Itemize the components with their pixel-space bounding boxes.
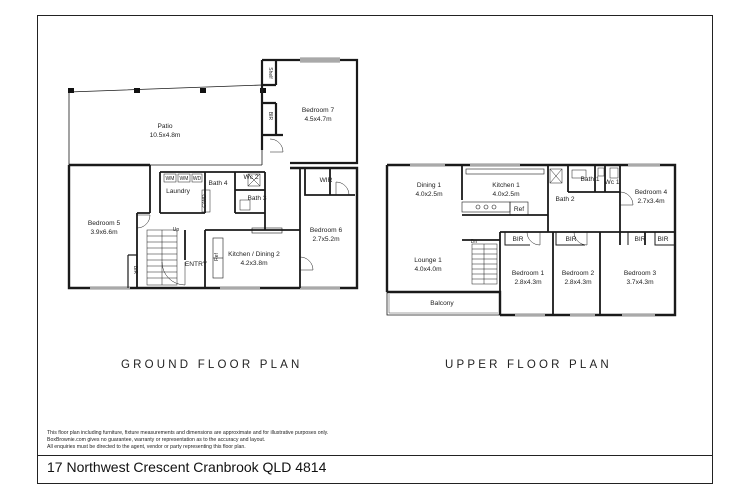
- bedroom7-walls: [260, 58, 359, 165]
- disclaimer-line: BoxBrownie.com gives no guarantee, warra…: [47, 437, 266, 443]
- patio-outline: [68, 84, 263, 166]
- ground-internal-walls: [136, 165, 355, 288]
- disclaimer: This floor plan including furniture, fix…: [47, 430, 467, 451]
- lounge1-dims: 4.0x4.0m: [414, 266, 442, 273]
- dining1-dims: 4.0x2.5m: [415, 191, 443, 198]
- bedroom2-dims: 2.8x4.3m: [564, 279, 592, 286]
- bedroom6-label: Bedroom 6: [310, 227, 343, 234]
- shelf-label: Shelf: [267, 67, 273, 79]
- wm1-label: WM: [166, 176, 175, 182]
- bath2-label: Bath 2: [555, 196, 574, 203]
- bir2-label: BIR: [566, 236, 577, 243]
- kitchen2-fixtures: [212, 227, 283, 279]
- upper-labels: Dining 1 4.0x2.5m Kitchen 1 4.0x2.5m Ref…: [414, 176, 668, 307]
- disclaimer-line: All enquiries must be directed to the ag…: [47, 444, 246, 450]
- bedroom1-door: [526, 231, 541, 246]
- patio-label: Patio: [157, 123, 172, 130]
- ground-outer-walls: [67, 163, 359, 290]
- disclaimer-line: This floor plan including furniture, fix…: [47, 430, 329, 436]
- balcony-label: Balcony: [430, 300, 454, 307]
- up-label: Up: [173, 227, 180, 233]
- page-border: [37, 15, 713, 484]
- kitchen1-dims: 4.0x2.5m: [492, 191, 520, 198]
- bedroom2-door: [573, 231, 588, 246]
- dn-label: Dn: [471, 239, 478, 245]
- bath1-label: Bath 1: [580, 176, 599, 183]
- bedroom4-dims: 2.7x3.4m: [637, 198, 665, 205]
- bedroom7-door: [269, 138, 284, 153]
- bir5-label: BIR: [132, 266, 138, 275]
- property-address: 17 Northwest Crescent Cranbrook QLD 4814: [47, 459, 327, 475]
- ground-labels: Patio 10.5x4.8m Bedroom 7 4.5x4.7m Shelf…: [88, 67, 343, 274]
- upper-internal-walls: [461, 165, 675, 315]
- bir5-walls: [127, 254, 138, 288]
- bir-boxes: [504, 232, 675, 246]
- ref-upper-label: Ref: [514, 206, 524, 213]
- bedroom2-label: Bedroom 2: [562, 270, 595, 277]
- ground-floor-caption: GROUND FLOOR PLAN: [121, 359, 303, 371]
- laundry-fixtures: [163, 173, 211, 213]
- wd-label: WD: [193, 176, 202, 182]
- kitchen2-dims: 4.2x3.8m: [240, 260, 268, 267]
- bath3-label: Bath 3: [247, 195, 266, 202]
- bedroom4-label: Bedroom 4: [635, 189, 668, 196]
- upper-stairs: [471, 243, 498, 285]
- bedroom5-label: Bedroom 5: [88, 220, 121, 227]
- entry-label: ENTRY: [185, 261, 208, 268]
- entry-door: [161, 261, 186, 286]
- bath3-fixtures: [239, 173, 261, 211]
- wc1-label: Wc 1: [604, 179, 619, 186]
- bedroom1-dims: 2.8x4.3m: [514, 279, 542, 286]
- bedroom3-dims: 3.7x4.3m: [626, 279, 654, 286]
- bedroom6-door: [299, 256, 314, 271]
- bedroom4-door: [619, 191, 634, 206]
- footer-divider: [37, 455, 713, 456]
- patio-dims: 10.5x4.8m: [150, 132, 181, 139]
- bedroom1-label: Bedroom 1: [512, 270, 545, 277]
- kitchen1-label: Kitchen 1: [492, 182, 520, 189]
- balcony-outline: [386, 292, 500, 316]
- ground-floor-plan: [67, 57, 359, 290]
- laundry-label: Laundry: [166, 188, 191, 195]
- bedroom6-dims: 2.7x5.2m: [312, 236, 340, 243]
- upper-windows: [410, 164, 660, 316]
- upper-bath-fixtures: [549, 167, 619, 184]
- kitchen2-label: Kitchen / Dining 2: [228, 251, 280, 258]
- ground-stairs: [146, 229, 178, 286]
- wc2-label: Wc 2: [243, 174, 258, 181]
- wir-door: [335, 181, 350, 196]
- upper-floor-caption: UPPER FLOOR PLAN: [445, 359, 612, 371]
- bedroom7-label: Bedroom 7: [302, 107, 335, 114]
- bedroom3-label: Bedroom 3: [624, 270, 657, 277]
- kitchen1-fixtures: [461, 168, 545, 216]
- cwd-label: C/WD: [202, 194, 208, 208]
- ref-label: Ref: [214, 252, 220, 260]
- upper-floor-plan: [385, 163, 677, 317]
- bir7-label: BIR: [267, 112, 273, 121]
- lounge1-label: Lounge 1: [414, 257, 442, 264]
- wm2-label: WM: [180, 176, 189, 182]
- bedroom7-dims: 4.5x4.7m: [304, 116, 332, 123]
- bir3b-label: BIR: [658, 236, 669, 243]
- bir3a-label: BIR: [635, 236, 646, 243]
- bedroom5-door: [136, 214, 151, 229]
- bath4-label: Bath 4: [208, 180, 227, 187]
- bir1-label: BIR: [513, 236, 524, 243]
- bedroom5-dims: 3.9x6.6m: [90, 229, 118, 236]
- dining1-label: Dining 1: [417, 182, 442, 189]
- wir-label: WIR: [320, 177, 333, 184]
